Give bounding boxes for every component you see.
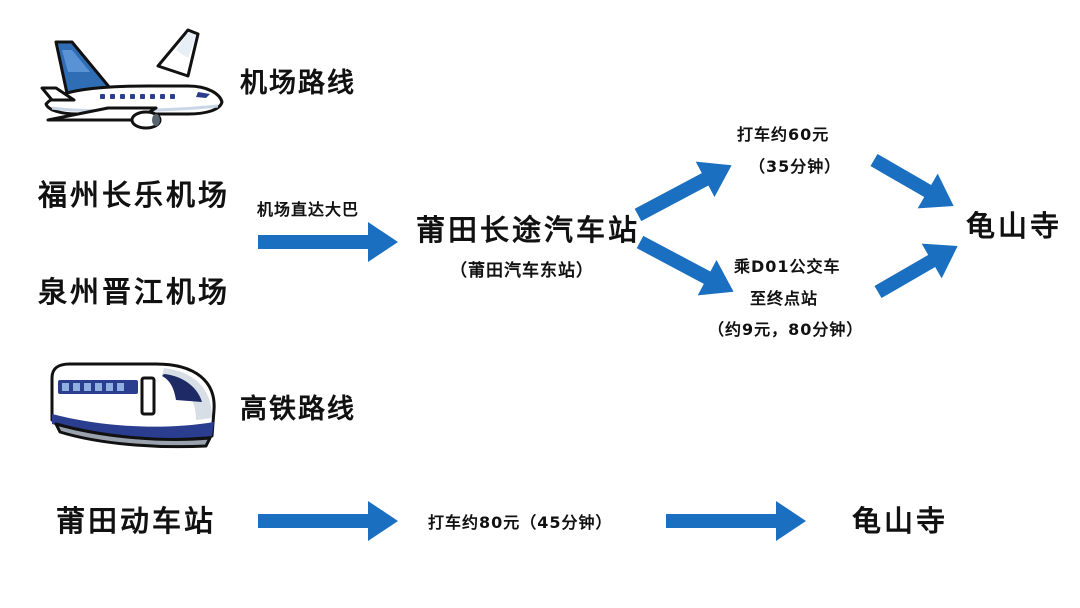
origin-quanzhou-airport: 泉州晋江机场	[38, 275, 230, 309]
taxi-option-price: 打车约60元	[737, 125, 829, 144]
hub-station-subtitle: （莆田汽车东站）	[450, 260, 594, 281]
arrow-rail-to-destination	[666, 501, 806, 541]
origin-fuzhou-airport: 福州长乐机场	[37, 178, 230, 212]
arrow-hub-to-taxi	[634, 161, 732, 222]
rail-origin-station: 莆田动车站	[56, 504, 216, 538]
arrow-to-hub	[258, 222, 398, 262]
airport-route-destination: 龟山寺	[966, 209, 1062, 243]
arrow-bus-to-destination	[874, 243, 958, 299]
hub-station: 莆田长途汽车站	[416, 213, 640, 247]
bullet-train-icon	[50, 362, 216, 449]
airport-route-heading: 机场路线	[240, 67, 356, 99]
airplane-icon	[40, 28, 224, 130]
bus-option-line: 乘D01公交车	[733, 257, 841, 276]
rail-taxi-label: 打车约80元（45分钟）	[428, 513, 613, 532]
arrow-taxi-to-destination	[870, 153, 954, 209]
rail-route-destination: 龟山寺	[852, 504, 948, 538]
airport-bus-label: 机场直达大巴	[257, 200, 359, 219]
arrow-hub-to-bus	[636, 235, 734, 296]
arrow-rail-to-taxi	[258, 501, 398, 541]
rail-route-heading: 高铁路线	[240, 393, 356, 425]
bus-option-cost: （约9元，80分钟）	[708, 320, 863, 339]
taxi-option-time: （35分钟）	[749, 157, 841, 176]
bus-option-stop: 至终点站	[750, 289, 818, 308]
